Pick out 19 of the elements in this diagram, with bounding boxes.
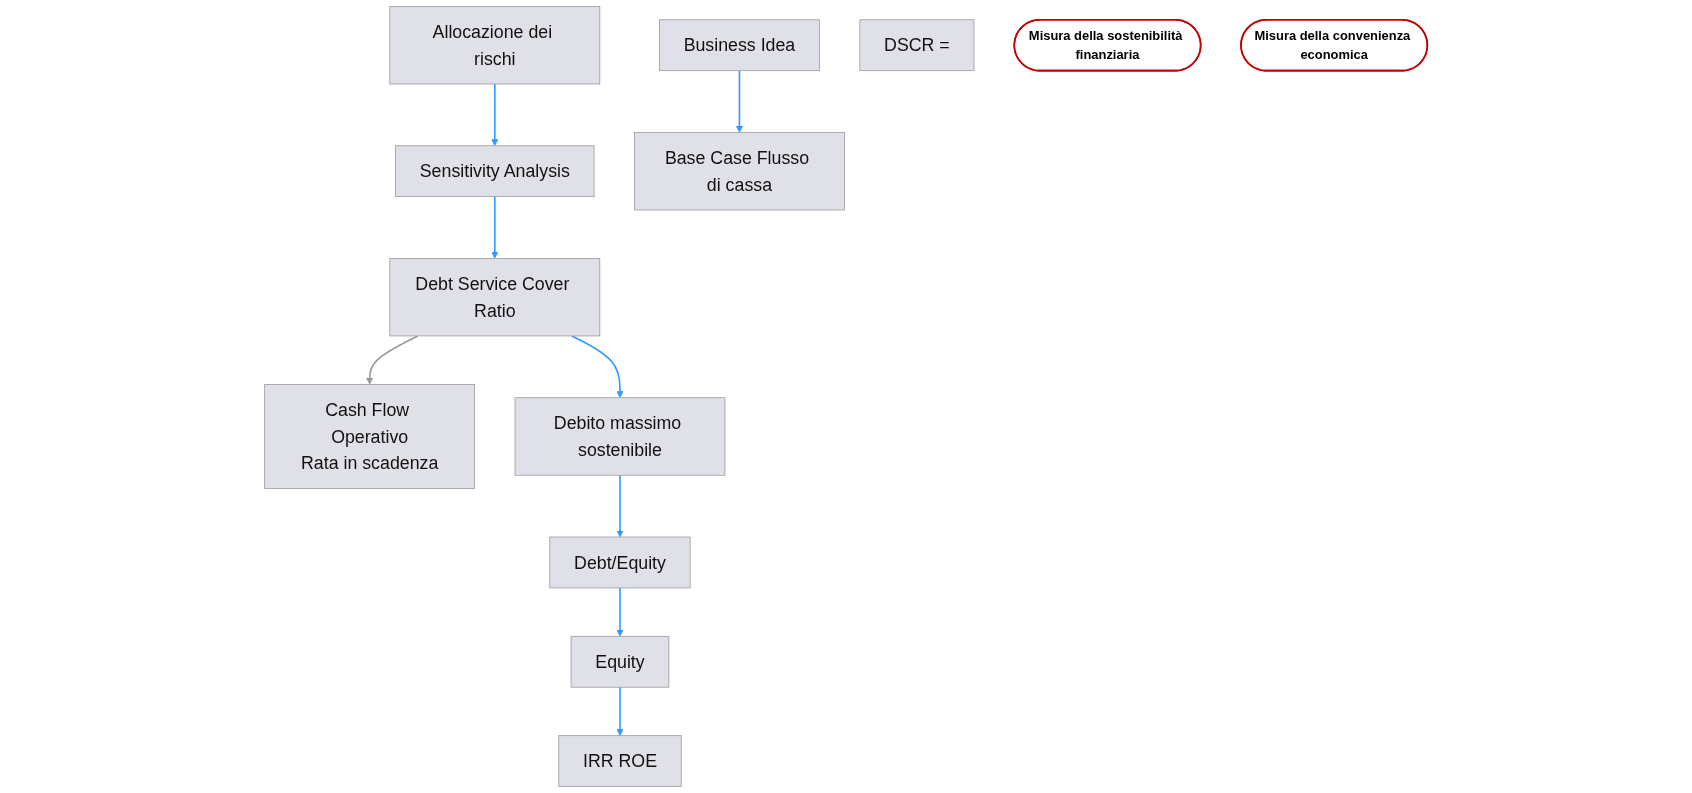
node-box: Debito massimo sostenibile	[514, 397, 726, 476]
node-box: Allocazione dei rischi	[389, 6, 601, 85]
node-box: Cash Flow Operativo Rata in scadenza	[264, 384, 476, 489]
node-box: Business Idea	[659, 19, 820, 72]
arrow	[735, 69, 743, 133]
node-box: Debt Service Cover Ratio	[389, 258, 601, 337]
arrow	[616, 587, 624, 637]
arrow	[571, 335, 624, 399]
node-box: Equity	[570, 635, 670, 688]
node-box: Sensitivity Analysis	[395, 145, 595, 198]
node-box: Base Case Flusso di cassa	[634, 132, 845, 211]
node-box: IRR ROE	[558, 735, 682, 787]
arrow	[616, 686, 624, 736]
arrow	[491, 195, 499, 259]
node-box: DSCR =	[859, 19, 975, 72]
arrow	[366, 335, 419, 385]
arrow	[491, 83, 499, 147]
arrow	[616, 474, 624, 538]
node-box: Debt/Equity	[549, 536, 691, 589]
